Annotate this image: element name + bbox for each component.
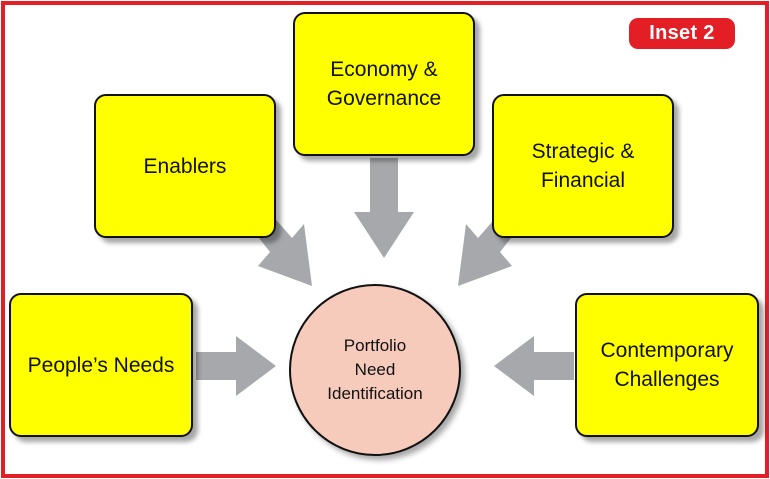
box-contemporary-challenges: Contemporary Challenges [575,293,759,437]
arrow-people-to-center [196,336,276,396]
inset-badge: Inset 2 [629,18,735,49]
box-enablers: Enablers [94,94,276,238]
center-portfolio-need-identification: Portfolio Need Identification [289,284,461,456]
arrow-economy-to-center [354,158,414,258]
box-economy-governance: Economy & Governance [293,12,475,156]
arrow-contemporary-to-center [494,336,574,396]
box-strategic-financial: Strategic & Financial [492,94,674,238]
box-peoples-needs: People’s Needs [9,293,193,437]
